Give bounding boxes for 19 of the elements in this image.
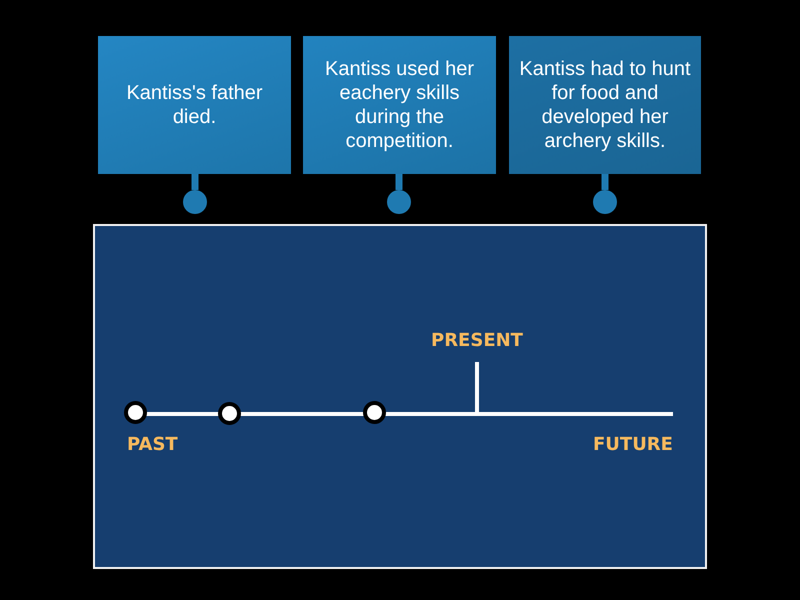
event-card xyxy=(509,36,701,174)
event-card xyxy=(303,36,496,174)
pin-stem xyxy=(396,174,402,190)
timeline-panel xyxy=(93,224,707,569)
pin-dot xyxy=(387,190,411,214)
pin-dot xyxy=(183,190,207,214)
event-card xyxy=(98,36,291,174)
card-text: Kantiss's father died. xyxy=(125,81,264,129)
timeline-marker xyxy=(363,401,386,424)
timeline-marker xyxy=(218,402,241,425)
pin-stem xyxy=(192,174,198,190)
timeline-label: FUTURE xyxy=(593,434,673,456)
card-text: Kantiss used her eachery skills during the competition. xyxy=(324,57,475,153)
timeline-marker xyxy=(124,401,147,424)
pin-dot xyxy=(593,190,617,214)
timeline-label: PAST xyxy=(127,434,178,456)
card-text: Kantiss had to hunt for food and developed her archery skills. xyxy=(518,57,692,153)
pin-stem xyxy=(602,174,608,190)
timeline-label: PRESENT xyxy=(431,330,523,352)
